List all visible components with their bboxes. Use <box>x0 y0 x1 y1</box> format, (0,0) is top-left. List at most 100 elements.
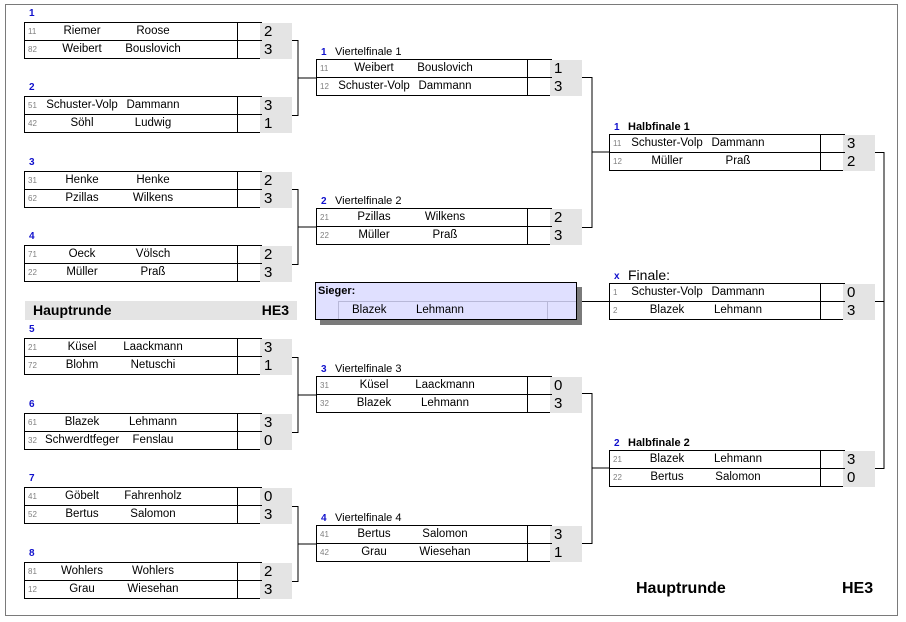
row-separator <box>237 115 238 132</box>
seed-number: 21 <box>613 455 622 464</box>
row-separator <box>237 488 238 505</box>
winner-label: Sieger: <box>318 285 356 297</box>
seed-number: 62 <box>28 194 37 203</box>
row-separator <box>527 395 528 412</box>
seed-number: 21 <box>320 213 329 222</box>
player1-name: Müller <box>66 266 98 278</box>
player2-name: Dammann <box>711 286 765 298</box>
row-separator <box>820 451 821 468</box>
player2-name: Fahrenholz <box>124 490 182 502</box>
seed-number: 12 <box>28 585 37 594</box>
match-title: Viertelfinale 2 <box>335 195 402 207</box>
player1-name: Müller <box>651 155 683 167</box>
player2-name: Bouslovich <box>125 43 181 55</box>
seed-number: 21 <box>28 343 37 352</box>
row-separator <box>237 414 238 431</box>
winner-divider-left <box>338 301 339 319</box>
player2-name: Praß <box>140 266 166 278</box>
player1-name: Wohlers <box>61 565 103 577</box>
seed-number: 71 <box>28 250 37 259</box>
player2-name: Wiesehan <box>419 546 471 558</box>
match-number: 8 <box>29 548 35 559</box>
player1-name: Schuster-Volp <box>631 286 703 298</box>
player1-name: Riemer <box>63 25 101 37</box>
player2-name: Lehmann <box>129 416 177 428</box>
match-number: 4 <box>29 231 35 242</box>
seed-number: 11 <box>28 27 37 36</box>
match-title: Halbfinale 2 <box>628 437 690 449</box>
seed-number: 82 <box>28 45 37 54</box>
match-title: Halbfinale 1 <box>628 121 690 133</box>
player2-name: Bouslovich <box>417 62 473 74</box>
footer-round-label: Hauptrunde <box>636 580 726 597</box>
seed-number: 41 <box>28 492 37 501</box>
player2-name: Laackmann <box>415 379 475 391</box>
match-number: 5 <box>29 324 35 335</box>
score: 0 <box>843 468 875 487</box>
score: 3 <box>260 40 292 59</box>
player1-name: Pzillas <box>357 211 391 223</box>
seed-number: 31 <box>28 176 37 185</box>
row-separator <box>527 60 528 77</box>
player1-name: Grau <box>361 546 387 558</box>
footer-code: HE3 <box>842 580 874 597</box>
row-separator <box>820 153 821 170</box>
match-number: 2 <box>614 438 620 449</box>
score: 3 <box>260 413 292 432</box>
match-title: Viertelfinale 1 <box>335 46 402 58</box>
player2-name: Dammann <box>126 99 180 111</box>
score: 2 <box>260 22 292 41</box>
score: 3 <box>550 226 582 245</box>
player2-name: Henke <box>136 174 170 186</box>
score: 3 <box>843 450 875 469</box>
row-separator <box>527 544 528 561</box>
score: 3 <box>550 394 582 413</box>
row-separator <box>237 190 238 207</box>
player1-name: Blohm <box>65 359 99 371</box>
score: 2 <box>260 171 292 190</box>
row-separator <box>237 506 238 523</box>
player2-name: Ludwig <box>134 117 172 129</box>
player1-name: Bertus <box>650 471 684 483</box>
score: 0 <box>260 487 292 506</box>
player2-name: Völsch <box>135 248 171 260</box>
match-number: 3 <box>321 364 327 375</box>
row-separator <box>527 377 528 394</box>
match-title: Viertelfinale 4 <box>335 512 402 524</box>
row-separator <box>237 246 238 263</box>
section-bar: Hauptrunde HE3 <box>25 301 297 320</box>
score: 2 <box>260 562 292 581</box>
match-number: 6 <box>29 399 35 410</box>
player1-name: Schuster-Volp <box>338 80 410 92</box>
player1-name: Bertus <box>357 528 391 540</box>
seed-number: 11 <box>320 64 329 73</box>
section-code: HE3 <box>261 302 289 318</box>
row-separator <box>237 339 238 356</box>
player1-name: Pzillas <box>65 192 99 204</box>
match-number: 1 <box>614 122 620 133</box>
match-number: 2 <box>29 82 35 93</box>
player1-name: Weibert <box>354 62 394 74</box>
winner-box: Sieger: Blazek Lehmann <box>315 282 577 320</box>
score: 0 <box>843 283 875 302</box>
match-title: Finale: <box>628 267 671 283</box>
player1-name: Schwerdtfeger <box>45 434 119 446</box>
